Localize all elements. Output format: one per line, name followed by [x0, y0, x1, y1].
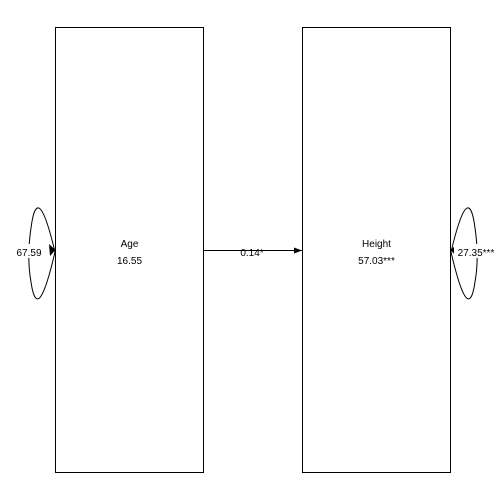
- height-variance-label: 27.35***: [458, 248, 495, 259]
- age-node-box[interactable]: [55, 27, 204, 473]
- age-node-value: 16.55: [117, 256, 142, 267]
- age-node-label: Age: [121, 239, 139, 250]
- age-to-height-coefficient: 0.14*: [240, 248, 263, 259]
- age-variance-label: 67.59: [16, 248, 41, 259]
- height-node-label: Height: [362, 239, 391, 250]
- height-variance-label-bg: [454, 244, 500, 258]
- height-node-value: 57.03***: [358, 256, 395, 267]
- age-variance-label-bg: [12, 244, 46, 258]
- height-node-box[interactable]: [302, 27, 451, 473]
- age-variance-arrowhead: [49, 244, 56, 256]
